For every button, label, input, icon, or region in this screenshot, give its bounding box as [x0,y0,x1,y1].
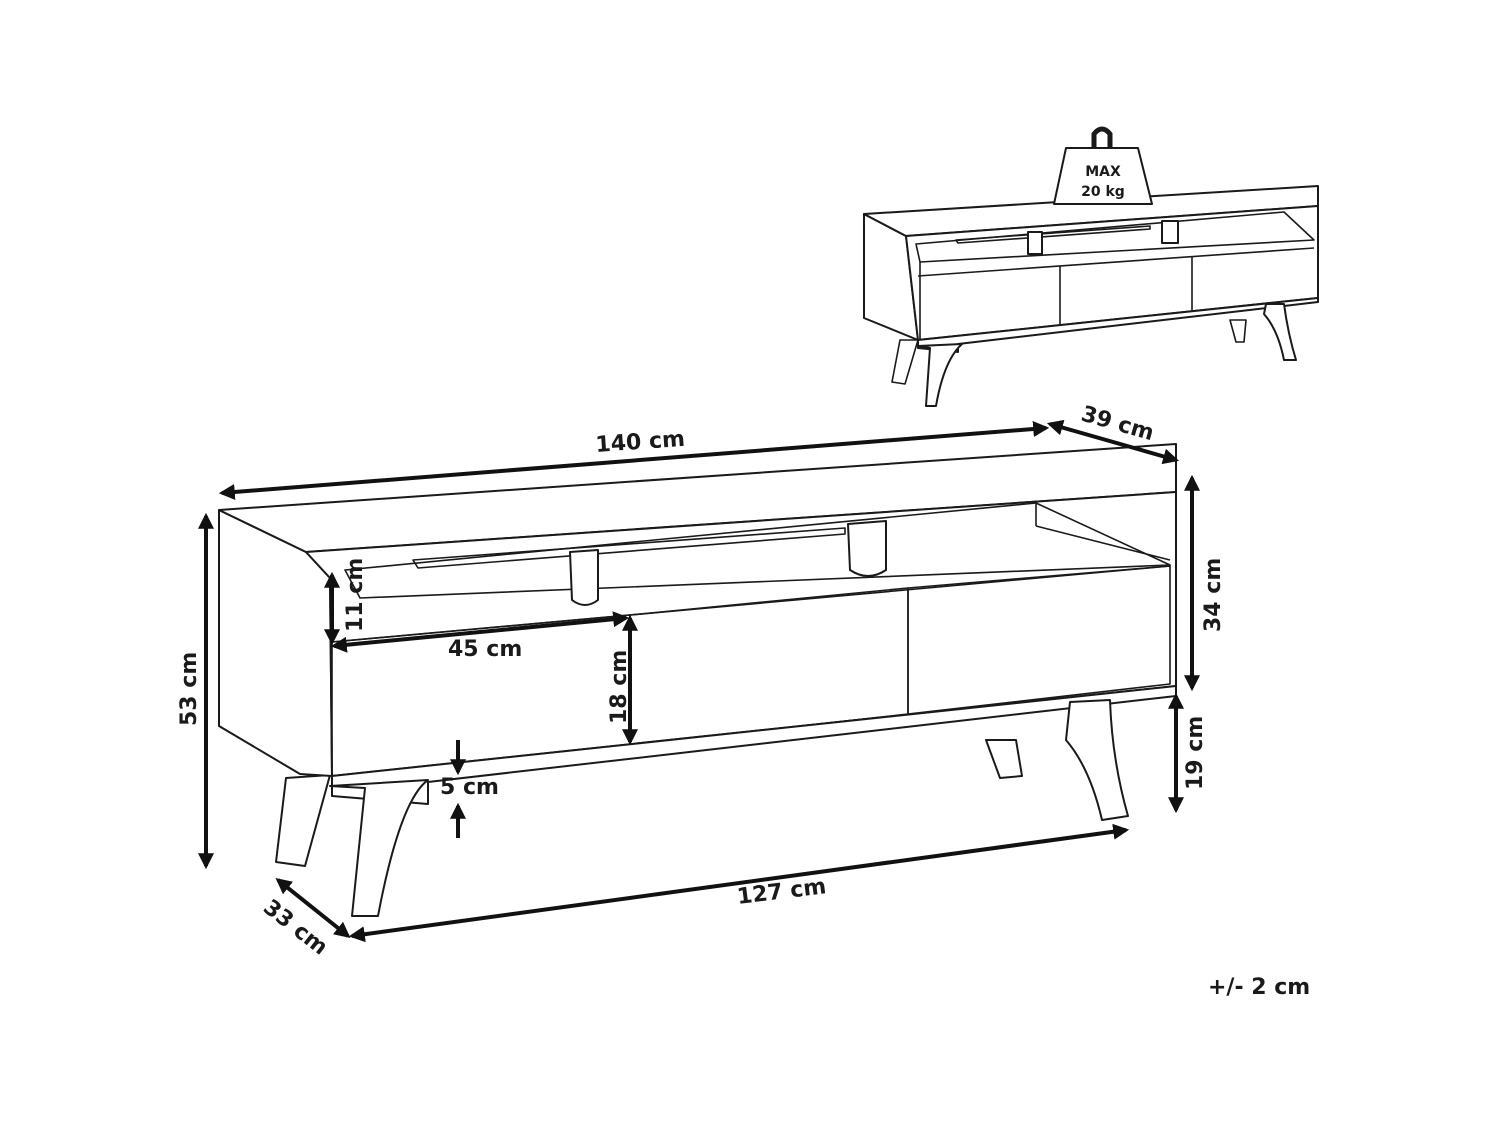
max-load-line2: 20 kg [1081,184,1125,200]
back-right-leg [985,739,1023,779]
tv-stand-main-drawing [218,443,1177,917]
preview-front-left-leg [917,343,963,407]
preview-divider-right [1161,220,1179,244]
width-dimension-line [218,421,1050,500]
shelf-height-label: 11 cm [343,558,368,632]
preview-front-right-leg [1263,303,1297,361]
tolerance-label: +/- 2 cm [1208,975,1310,1000]
preview-back-right-leg [1229,319,1247,343]
cable-slot [412,527,846,569]
shelf-divider-left [569,549,599,606]
width-label: 140 cm [595,427,686,458]
leg-span-depth-label: 33 cm [258,895,332,960]
leg-span-width-dimension-line [348,823,1130,943]
preview-cable-slot [955,225,1151,244]
body-height-label: 34 cm [1201,558,1226,632]
preview-back-left-leg [891,339,919,385]
dimension-lines [198,419,1200,943]
max-load-line1: MAX [1085,164,1121,180]
shelf-divider-right [847,520,887,577]
depth-dimension-line [1046,419,1180,465]
bottom-gap-label: 5 cm [440,775,499,800]
preview-divider-left [1027,231,1043,255]
height-label: 53 cm [177,652,202,726]
back-left-leg [275,774,331,867]
base-rail [331,685,1177,805]
leg-span-depth-dimension-line [275,878,351,938]
depth-label: 39 cm [1078,402,1156,446]
front-right-leg [1065,699,1129,821]
drawer-width-label: 45 cm [448,637,522,662]
leg-height-label: 19 cm [1183,716,1208,790]
drawer-height-label: 18 cm [607,650,632,724]
drawer-width-dimension-line [330,611,630,653]
max-load-weight-icon: MAX 20 kg [1053,126,1153,205]
tv-stand-preview-drawing: MAX 20 kg [863,126,1319,407]
shelf-back [344,502,1171,599]
